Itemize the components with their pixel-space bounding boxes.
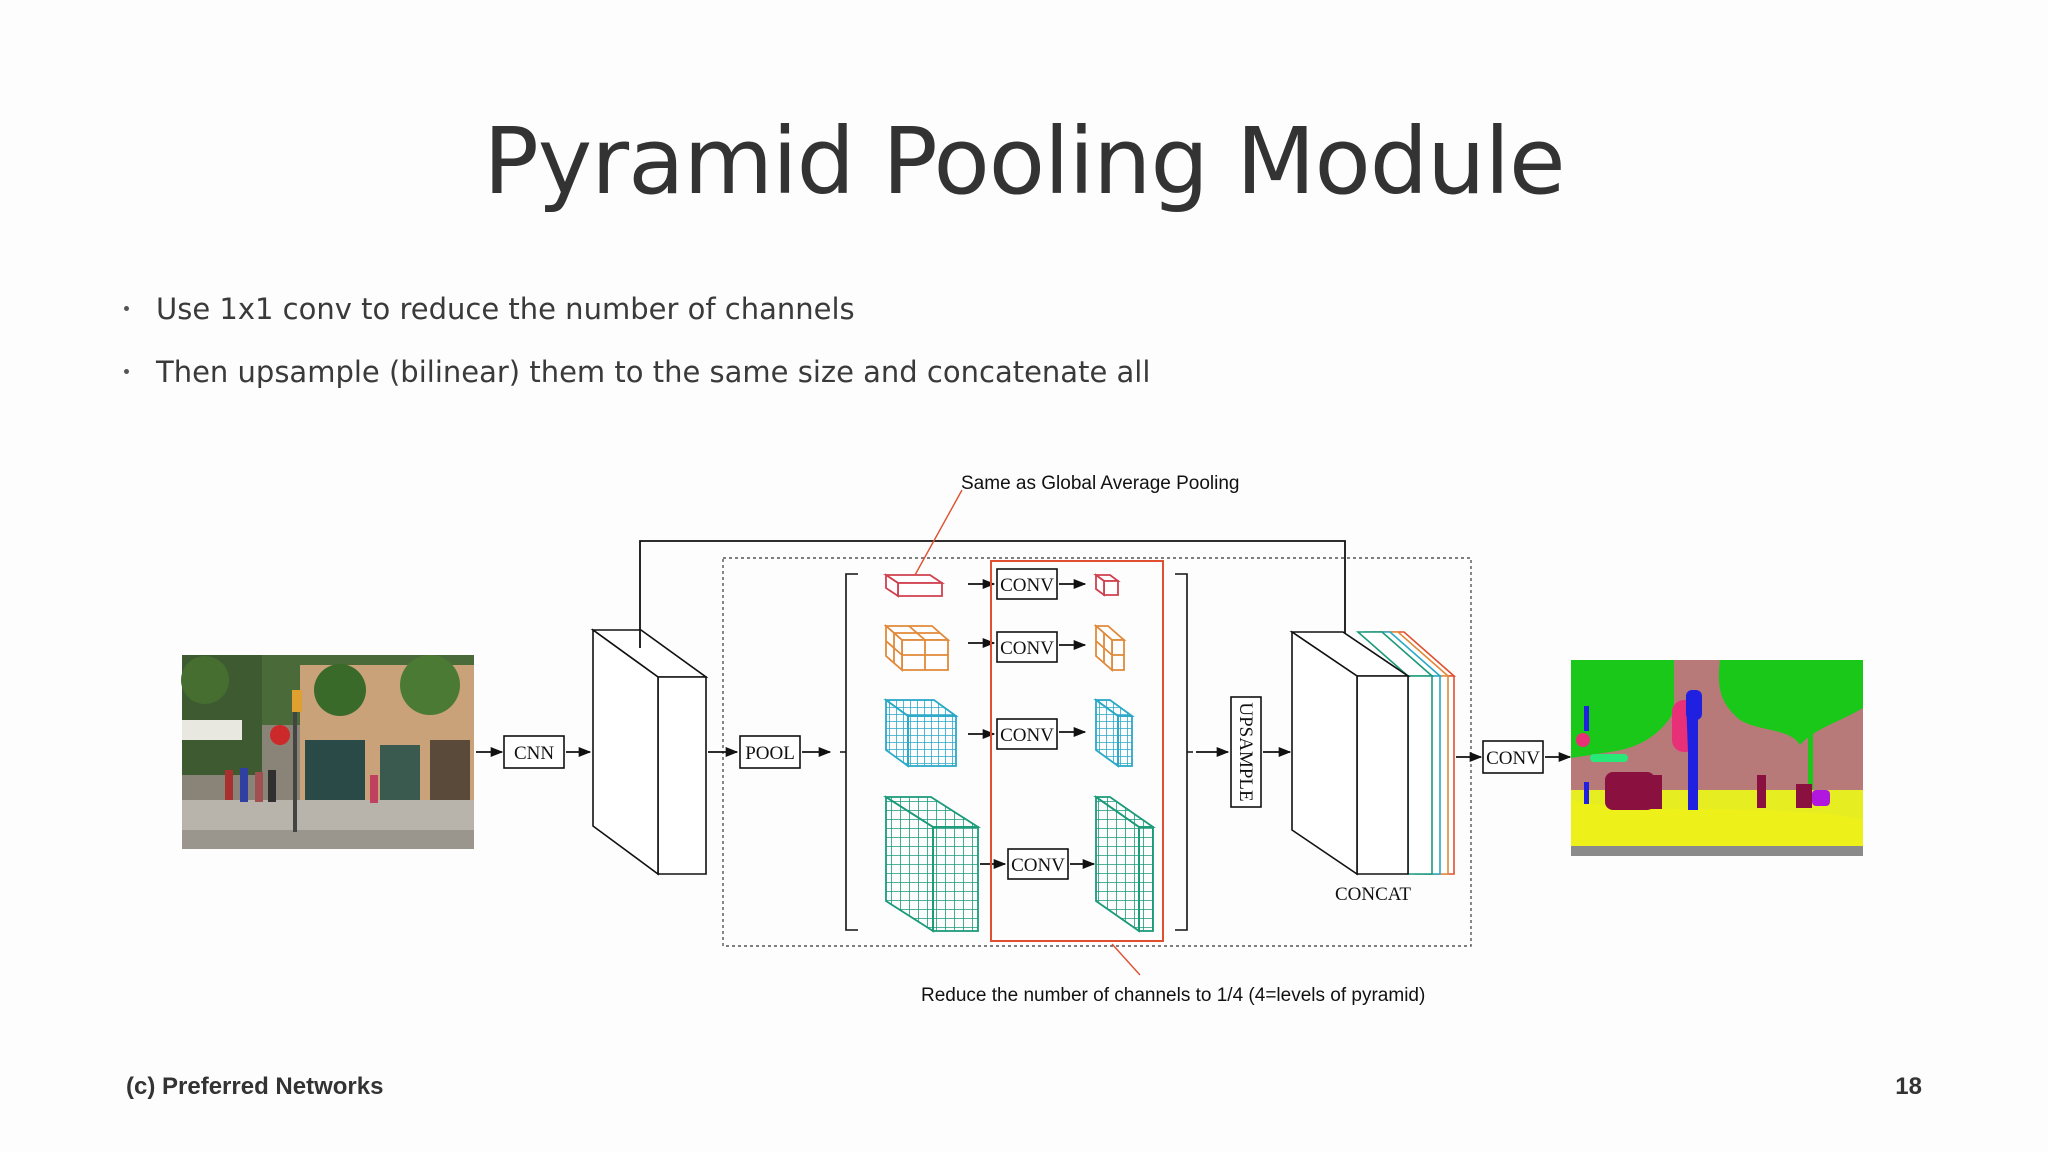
- upsample-label: UPSAMPLE: [1235, 702, 1256, 801]
- pool-level-2: [883, 624, 951, 672]
- annotation-bottom-pointer: [1111, 943, 1141, 976]
- upsample-box: [1230, 696, 1262, 808]
- bullet-item: Use 1x1 conv to reduce the number of cha…: [124, 292, 1150, 326]
- bullet-dot: [124, 306, 129, 311]
- slide-title: Pyramid Pooling Module: [483, 108, 1565, 215]
- final-conv-label: CONV: [1486, 748, 1540, 769]
- pool-level-1: [883, 573, 945, 598]
- page-number: 18: [1895, 1073, 1922, 1100]
- input-image: [181, 655, 474, 849]
- conv-box-1: [996, 568, 1058, 600]
- annotation-top: Same as Global Average Pooling: [961, 473, 1240, 494]
- right-bracket: [1175, 573, 1193, 931]
- output-segmentation: [1571, 660, 1863, 856]
- conv-label-3: CONV: [1000, 725, 1054, 746]
- conv-label-2: CONV: [1000, 638, 1054, 659]
- bullet-item: Then upsample (bilinear) them to the sam…: [124, 355, 1150, 389]
- conv-box-3: [996, 718, 1058, 750]
- annotation-top-pointer: [914, 489, 963, 576]
- cnn-box: [503, 735, 565, 769]
- conv-output-3: [1093, 698, 1135, 768]
- conv-output-4: [1093, 795, 1156, 933]
- conv-output-1: [1093, 573, 1121, 597]
- concat-block: [1289, 630, 1457, 876]
- footer-copyright: (c) Preferred Networks: [126, 1073, 384, 1100]
- pool-level-3: [883, 698, 959, 768]
- cnn-label: CNN: [514, 743, 554, 764]
- bullet-list: Use 1x1 conv to reduce the number of cha…: [124, 292, 1150, 418]
- left-bracket: [840, 573, 858, 931]
- bullet-dot: [124, 369, 129, 374]
- pool-label: POOL: [745, 743, 795, 764]
- feature-map-block: [590, 628, 709, 876]
- annotation-bottom: Reduce the number of channels to 1/4 (4=…: [921, 985, 1425, 1006]
- conv-label-4: CONV: [1011, 855, 1065, 876]
- bullet-text: Then upsample (bilinear) them to the sam…: [156, 355, 1151, 389]
- conv-box-4: [1007, 848, 1069, 880]
- bullet-text: Use 1x1 conv to reduce the number of cha…: [156, 292, 855, 326]
- conv-output-2: [1093, 624, 1127, 672]
- skip-connection: [639, 540, 1351, 652]
- pool-box: [739, 735, 801, 769]
- conv-label-1: CONV: [1000, 575, 1054, 596]
- concat-label: CONCAT: [1335, 884, 1411, 905]
- conv-box-2: [996, 631, 1058, 663]
- pool-level-4: [882, 795, 982, 933]
- conv-highlight-box: [990, 560, 1164, 942]
- final-conv-box: [1482, 740, 1544, 774]
